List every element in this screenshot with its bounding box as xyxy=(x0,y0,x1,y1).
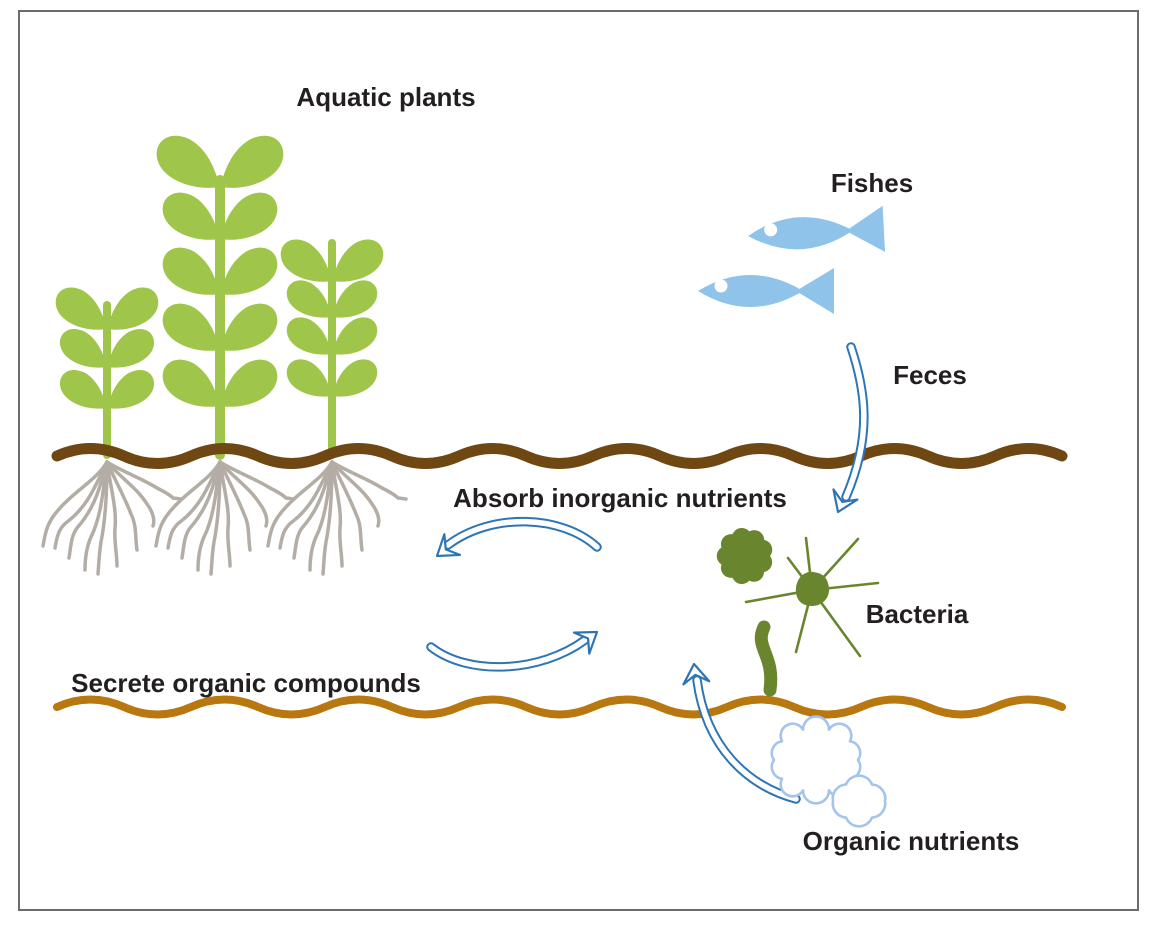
label-absorb-inorganic-nutrients: Absorb inorganic nutrients xyxy=(453,483,787,513)
bacteria-star-icon xyxy=(744,536,880,658)
bacteria-blob-icon xyxy=(716,528,773,584)
label-aquatic-plants: Aquatic plants xyxy=(296,82,476,112)
soil-surface-line xyxy=(51,443,1068,469)
label-bacteria: Bacteria xyxy=(865,599,969,629)
secrete-arrow xyxy=(426,620,606,672)
label-feces: Feces xyxy=(893,360,967,390)
aquatic-plant-center xyxy=(156,135,284,460)
absorb-arrow xyxy=(428,516,602,568)
label-fishes: Fishes xyxy=(830,168,914,198)
fish-icon-top xyxy=(746,205,886,259)
label-organic-nutrients: Organic nutrients xyxy=(802,826,1020,856)
feces-arrow xyxy=(824,342,869,519)
diagram-border xyxy=(18,10,1139,911)
aquatic-plant-right xyxy=(280,239,384,459)
fish-icon-bottom xyxy=(698,268,834,314)
sediment-lower-line xyxy=(53,695,1066,719)
organic-nutrient-cloud-small xyxy=(831,774,887,828)
organic-arrow xyxy=(679,661,801,804)
aquatic-plant-left xyxy=(55,287,159,459)
label-secrete-organic-compounds: Secrete organic compounds xyxy=(71,668,421,698)
bacteria-rod-icon xyxy=(754,620,778,697)
plant-roots xyxy=(41,460,408,576)
